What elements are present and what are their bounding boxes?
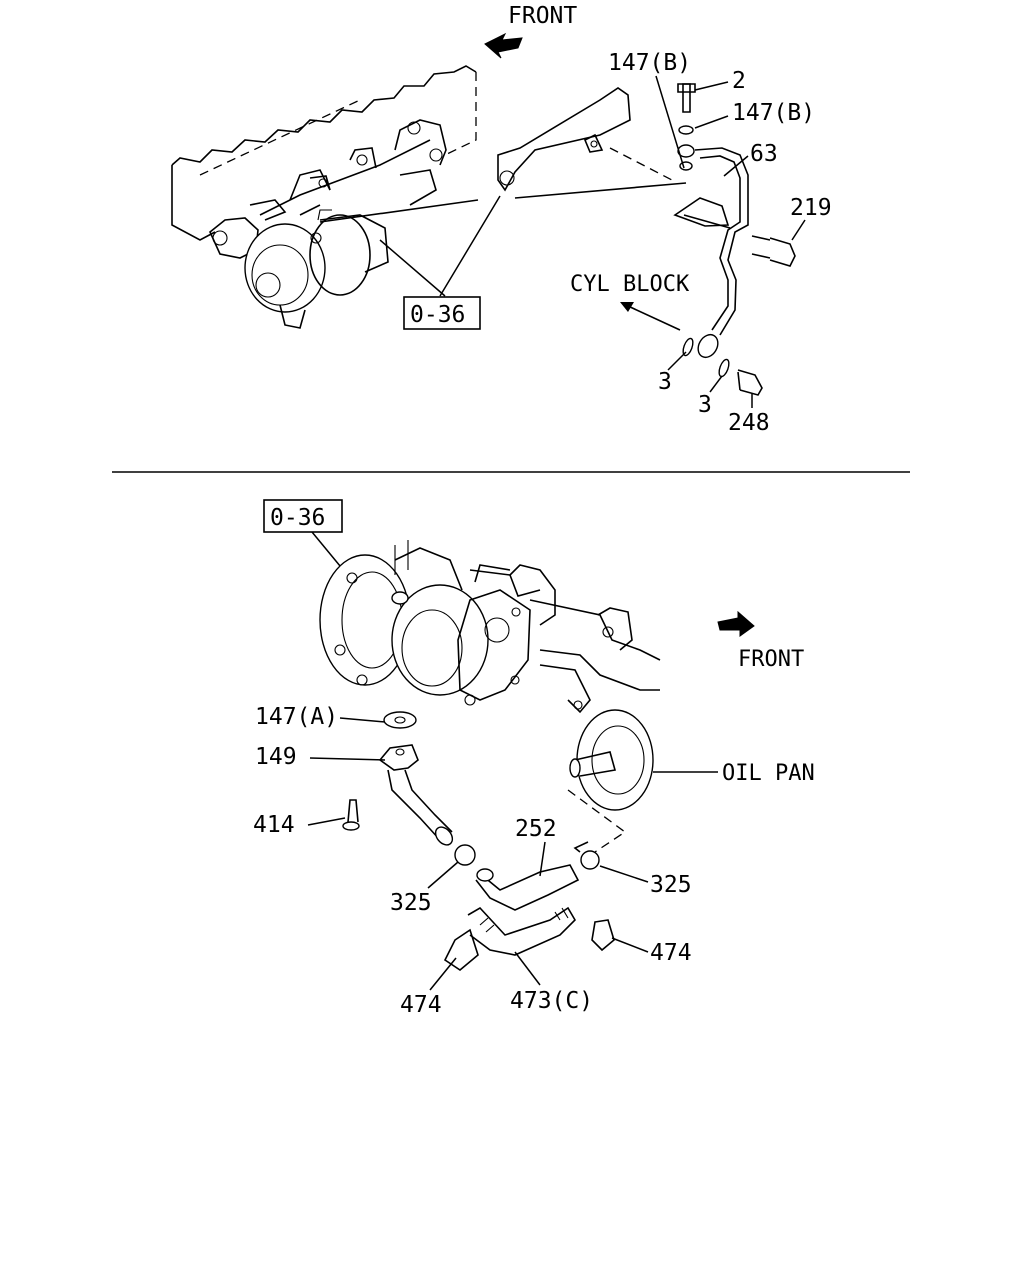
oil-pan-illustration: OIL PAN	[569, 709, 815, 811]
callout-474-left[interactable]: 474	[400, 992, 442, 1018]
callout-3-left[interactable]: 3	[658, 369, 672, 395]
upper-view: FRONT CYL BLOCK 0-36 147(B) 2 147(B) 63 …	[171, 3, 832, 436]
callout-147b-top[interactable]: 147(B)	[608, 50, 691, 76]
engine-block-illustration	[171, 65, 477, 241]
callout-219[interactable]: 219	[790, 195, 832, 221]
front-arrow-icon-lower	[717, 610, 755, 637]
oil-feed-bracket-illustration	[319, 87, 687, 223]
callout-414[interactable]: 414	[253, 812, 295, 838]
callout-2[interactable]: 2	[732, 68, 746, 94]
lower-front-label: FRONT	[738, 647, 804, 672]
upper-ref-box-label[interactable]: 0-36	[410, 302, 465, 328]
callout-252[interactable]: 252	[515, 816, 557, 842]
callout-3-right[interactable]: 3	[698, 392, 712, 418]
callout-149[interactable]: 149	[255, 744, 297, 770]
callout-325-right[interactable]: 325	[650, 872, 692, 898]
callout-63[interactable]: 63	[750, 141, 778, 167]
callout-325-left[interactable]: 325	[390, 890, 432, 916]
lower-ref-box-frame	[263, 499, 343, 533]
turbocharger-upper-illustration	[209, 199, 389, 329]
upper-front-label: FRONT	[508, 3, 577, 29]
callout-474-right[interactable]: 474	[650, 940, 692, 966]
callout-147a[interactable]: 147(A)	[255, 704, 338, 730]
cyl-block-arrow-icon	[620, 302, 681, 331]
callout-147b-right[interactable]: 147(B)	[732, 100, 815, 126]
upper-ref-box-frame	[403, 296, 481, 330]
callout-473c[interactable]: 473(C)	[510, 988, 593, 1014]
exhaust-manifold-illustration	[469, 564, 661, 714]
lower-view: 0-36	[253, 499, 815, 1018]
callout-248[interactable]: 248	[728, 410, 770, 436]
turbocharger-lower-illustration	[319, 540, 531, 706]
cyl-block-label: CYL BLOCK	[570, 272, 690, 297]
oil-pan-label: OIL PAN	[722, 761, 815, 786]
front-arrow-icon	[484, 32, 523, 59]
oil-return-pipe-illustration	[342, 711, 627, 971]
oil-feed-pipe-63-illustration	[673, 83, 796, 396]
lower-ref-box-label[interactable]: 0-36	[270, 505, 325, 531]
